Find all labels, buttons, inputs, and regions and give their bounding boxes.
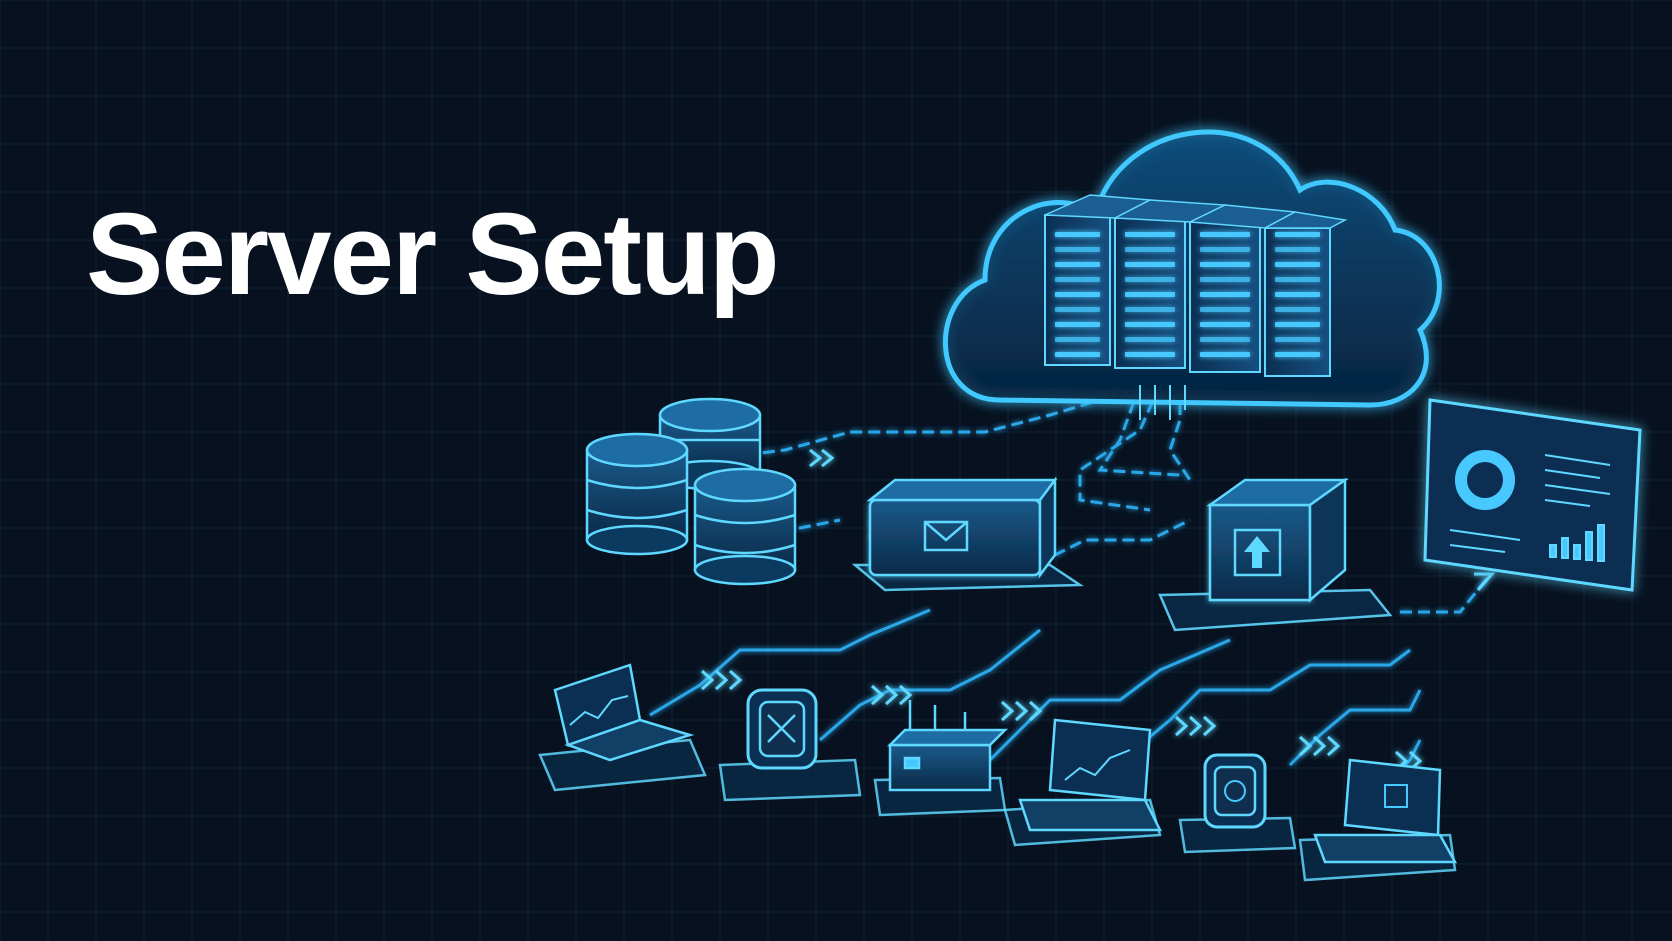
rack-indicator-light: [1125, 307, 1175, 312]
rack-indicator-light: [1125, 352, 1175, 357]
rack-indicator-light: [1125, 232, 1175, 237]
rack-indicator-light: [1275, 322, 1320, 327]
rack-indicator-light: [1055, 307, 1100, 312]
rack-indicator-light: [1125, 322, 1175, 327]
database-icon: [585, 397, 797, 586]
rack-indicator-light: [1055, 352, 1100, 357]
laptop-icon: [538, 663, 707, 792]
package-upload-icon: [1158, 477, 1393, 632]
rack-indicator-light: [1055, 337, 1100, 342]
rack-indicator-light: [1275, 337, 1320, 342]
rack-indicator-light: [1275, 292, 1320, 297]
rack-indicator-light: [1125, 247, 1175, 252]
rack-indicator-light: [1275, 247, 1320, 252]
rack-indicator-light: [1055, 262, 1100, 267]
rack-indicator-light: [1275, 307, 1320, 312]
laptop-icon: [1298, 758, 1458, 882]
dashboard-monitor-icon: [1423, 398, 1642, 592]
rack-indicator-light: [1055, 322, 1100, 327]
rack-indicator-light: [1275, 352, 1320, 357]
rack-indicator-light: [1125, 277, 1175, 282]
rack-indicator-light: [1200, 277, 1250, 282]
rack-indicator-light: [1200, 262, 1250, 267]
mail-queue-icon: [851, 476, 1084, 592]
rack-indicator-light: [1275, 232, 1320, 237]
cloud-server-cluster: [943, 129, 1442, 420]
rack-indicator-light: [1055, 247, 1100, 252]
rack-indicator-light: [1200, 292, 1250, 297]
iot-router-icon: [873, 700, 1009, 817]
edge-devices: [538, 663, 1458, 882]
rack-indicator-light: [1055, 277, 1100, 282]
rack-indicator-light: [1200, 307, 1250, 312]
rack-indicator-light: [1275, 277, 1320, 282]
rack-indicator-light: [1200, 232, 1250, 237]
smartwatch-icon: [1178, 753, 1297, 854]
rack-indicator-light: [1125, 262, 1175, 267]
smartwatch-icon: [718, 688, 862, 802]
rack-indicator-light: [1200, 352, 1250, 357]
rack-indicator-light: [1200, 337, 1250, 342]
rack-indicator-light: [1055, 232, 1100, 237]
server-rack-icon: [1044, 194, 1348, 377]
rack-indicator-light: [1275, 262, 1320, 267]
rack-indicator-light: [1200, 247, 1250, 252]
page-title: Server Setup: [86, 189, 780, 319]
rack-indicator-light: [1055, 292, 1100, 297]
rack-indicator-light: [1200, 322, 1250, 327]
rack-indicator-light: [1125, 292, 1175, 297]
rack-indicator-light: [1125, 337, 1175, 342]
laptop-icon: [1003, 718, 1163, 847]
